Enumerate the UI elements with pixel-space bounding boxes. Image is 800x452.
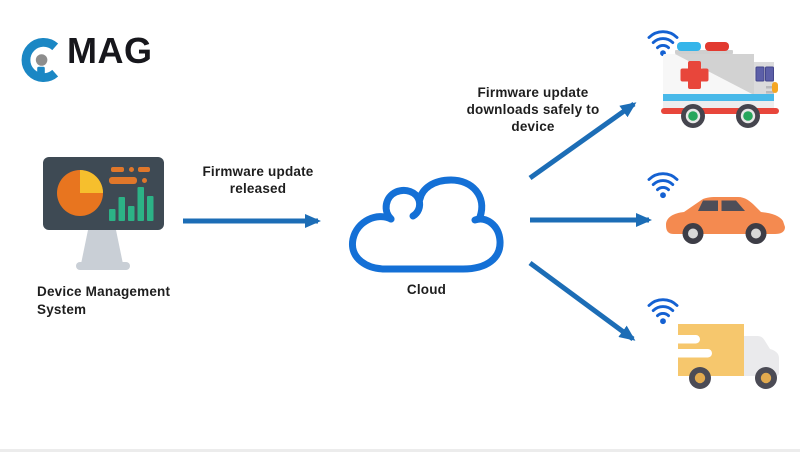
firmware-downloads-line3: device	[511, 119, 555, 134]
ambulance-icon	[661, 40, 781, 132]
wifi-icon-truck	[646, 297, 680, 325]
arrows-cloud-to-devices	[520, 85, 670, 365]
firmware-released-line2: released	[229, 181, 287, 196]
device-management-label: Device Management System	[37, 283, 217, 319]
car-wheel	[682, 223, 704, 244]
device-management-system-icon	[42, 156, 168, 274]
truck-wheel	[755, 367, 777, 389]
firmware-downloads-line2: downloads safely to	[466, 102, 600, 117]
wifi-icon-car	[646, 171, 680, 199]
arrow-cloud-to-ambulance	[528, 101, 637, 181]
firmware-downloads-note: Firmware update downloads safely to devi…	[452, 84, 614, 135]
arrow-dms-to-cloud	[180, 210, 338, 232]
firmware-downloads-line1: Firmware update	[477, 85, 589, 100]
device-management-label-line2: System	[37, 302, 87, 317]
device-management-label-line1: Device Management	[37, 284, 171, 299]
cloud-label: Cloud	[406, 282, 447, 297]
pcmag-logo-icon	[18, 36, 66, 84]
ambulance-wheel	[681, 104, 705, 128]
wifi-icon-ambulance	[646, 29, 680, 57]
brand-logo: MAG	[18, 32, 153, 84]
car-icon	[659, 192, 791, 248]
car-wheel	[745, 223, 767, 244]
firmware-released-line1: Firmware update	[202, 164, 314, 179]
cloud-icon	[344, 166, 509, 278]
truck-icon	[656, 314, 792, 392]
ambulance-wheel	[736, 104, 760, 128]
brand-logo-text: MAG	[67, 30, 153, 71]
arrow-cloud-to-truck	[528, 260, 636, 342]
truck-wheel	[689, 367, 711, 389]
firmware-released-note: Firmware update released	[185, 163, 331, 197]
